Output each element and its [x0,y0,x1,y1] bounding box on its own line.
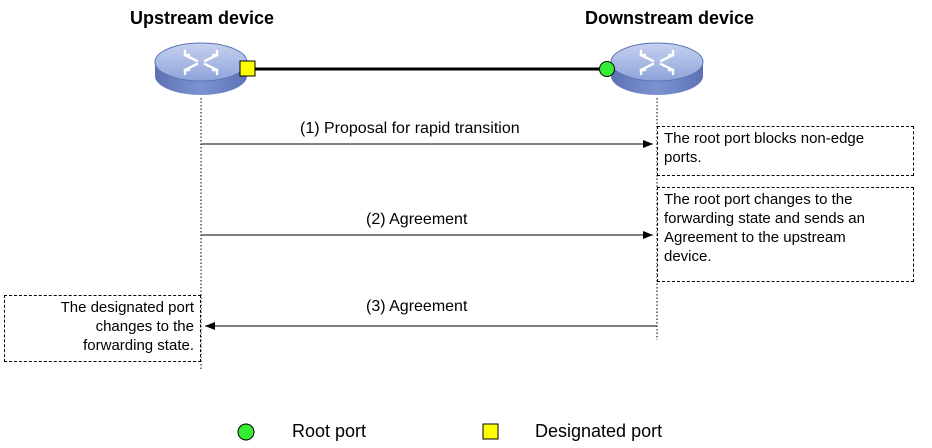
note-root-blocks: The root port blocks non-edge ports. [657,126,914,176]
legend-designated-port-label: Designated port [535,421,663,441]
note-root-forwarding: The root port changes to the forwarding … [657,187,914,282]
agreement-3-message-label: (3) Agreement [366,298,468,315]
note-line: The root port blocks non-edge [664,130,865,147]
proposal-message-label: (1) Proposal for rapid transition [300,120,520,137]
note-line: device. [664,248,712,265]
note-line: Agreement to the upstream [664,229,846,246]
note-line: forwarding state. [83,337,194,354]
legend-root-port-icon [237,423,255,441]
root-port-marker [599,61,615,77]
note-line: The designated port [60,299,194,316]
downstream-device-heading: Downstream device [585,8,755,28]
note-line: changes to the [95,318,194,335]
note-line: forwarding state and sends an [664,210,865,227]
agreement-2-message-label: (2) Agreement [366,211,468,228]
downstream-switch-icon [610,42,704,95]
legend-designated-port-icon [482,423,499,440]
upstream-switch-icon [154,42,248,95]
upstream-device-heading: Upstream device [130,8,275,28]
legend-root-port-label: Root port [292,421,367,441]
note-designated-forwarding: The designated port changes to the forwa… [4,295,201,362]
designated-port-marker [239,60,256,77]
note-line: The root port changes to the [664,191,853,208]
note-line: ports. [664,149,702,166]
